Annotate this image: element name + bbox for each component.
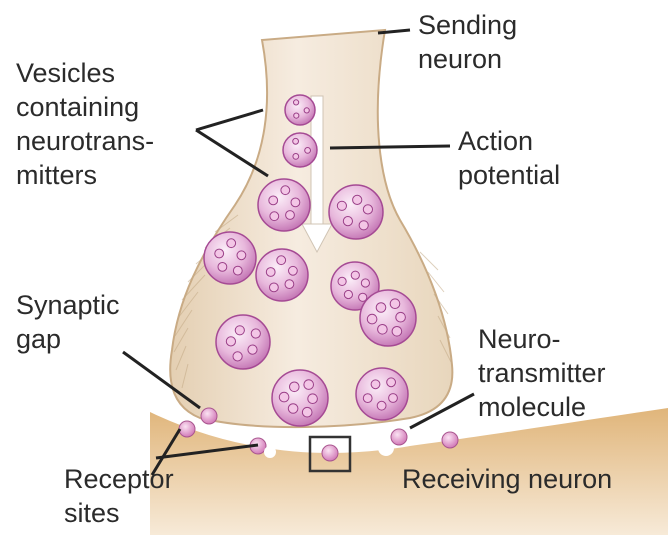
label-line: transmitter [478, 356, 606, 390]
label-sending-neuron: Sending neuron [418, 8, 517, 76]
neurotransmitter-molecule [391, 429, 407, 445]
neurotransmitter-molecule [442, 432, 458, 448]
vesicle [258, 179, 310, 231]
label-line: containing [16, 90, 154, 124]
label-receptor-sites: Receptor sites [64, 462, 174, 530]
label-line: Action [458, 124, 560, 158]
neurotransmitter-molecule [201, 408, 217, 424]
vesicle [256, 249, 308, 301]
label-line: Vesicles [16, 56, 154, 90]
vesicle [216, 315, 270, 369]
label-line: mitters [16, 158, 154, 192]
vesicle [204, 232, 256, 284]
label-receiving-neuron: Receiving neuron [402, 462, 612, 496]
vesicle [283, 133, 317, 167]
label-line: Sending [418, 8, 517, 42]
label-action-potential: Action potential [458, 124, 560, 192]
vesicle [360, 290, 416, 346]
label-line: neuron [418, 42, 517, 76]
label-line: Neuro- [478, 322, 606, 356]
vesicle [285, 95, 315, 125]
neurotransmitter-molecule [322, 445, 338, 461]
label-neurotransmitter-molecule: Neuro- transmitter molecule [478, 322, 606, 424]
label-synaptic-gap: Synaptic gap [16, 288, 120, 356]
label-line: sites [64, 496, 174, 530]
label-line: neurotrans- [16, 124, 154, 158]
vesicle [356, 368, 408, 420]
label-line: potential [458, 158, 560, 192]
label-line: Receptor [64, 462, 174, 496]
label-line: gap [16, 322, 120, 356]
neurotransmitter-molecule [179, 421, 195, 437]
label-vesicles: Vesicles containing neurotrans- mitters [16, 56, 154, 192]
vesicle [272, 370, 328, 426]
label-line: Synaptic [16, 288, 120, 322]
label-line: molecule [478, 390, 606, 424]
vesicle [329, 185, 383, 239]
label-line: Receiving neuron [402, 462, 612, 496]
